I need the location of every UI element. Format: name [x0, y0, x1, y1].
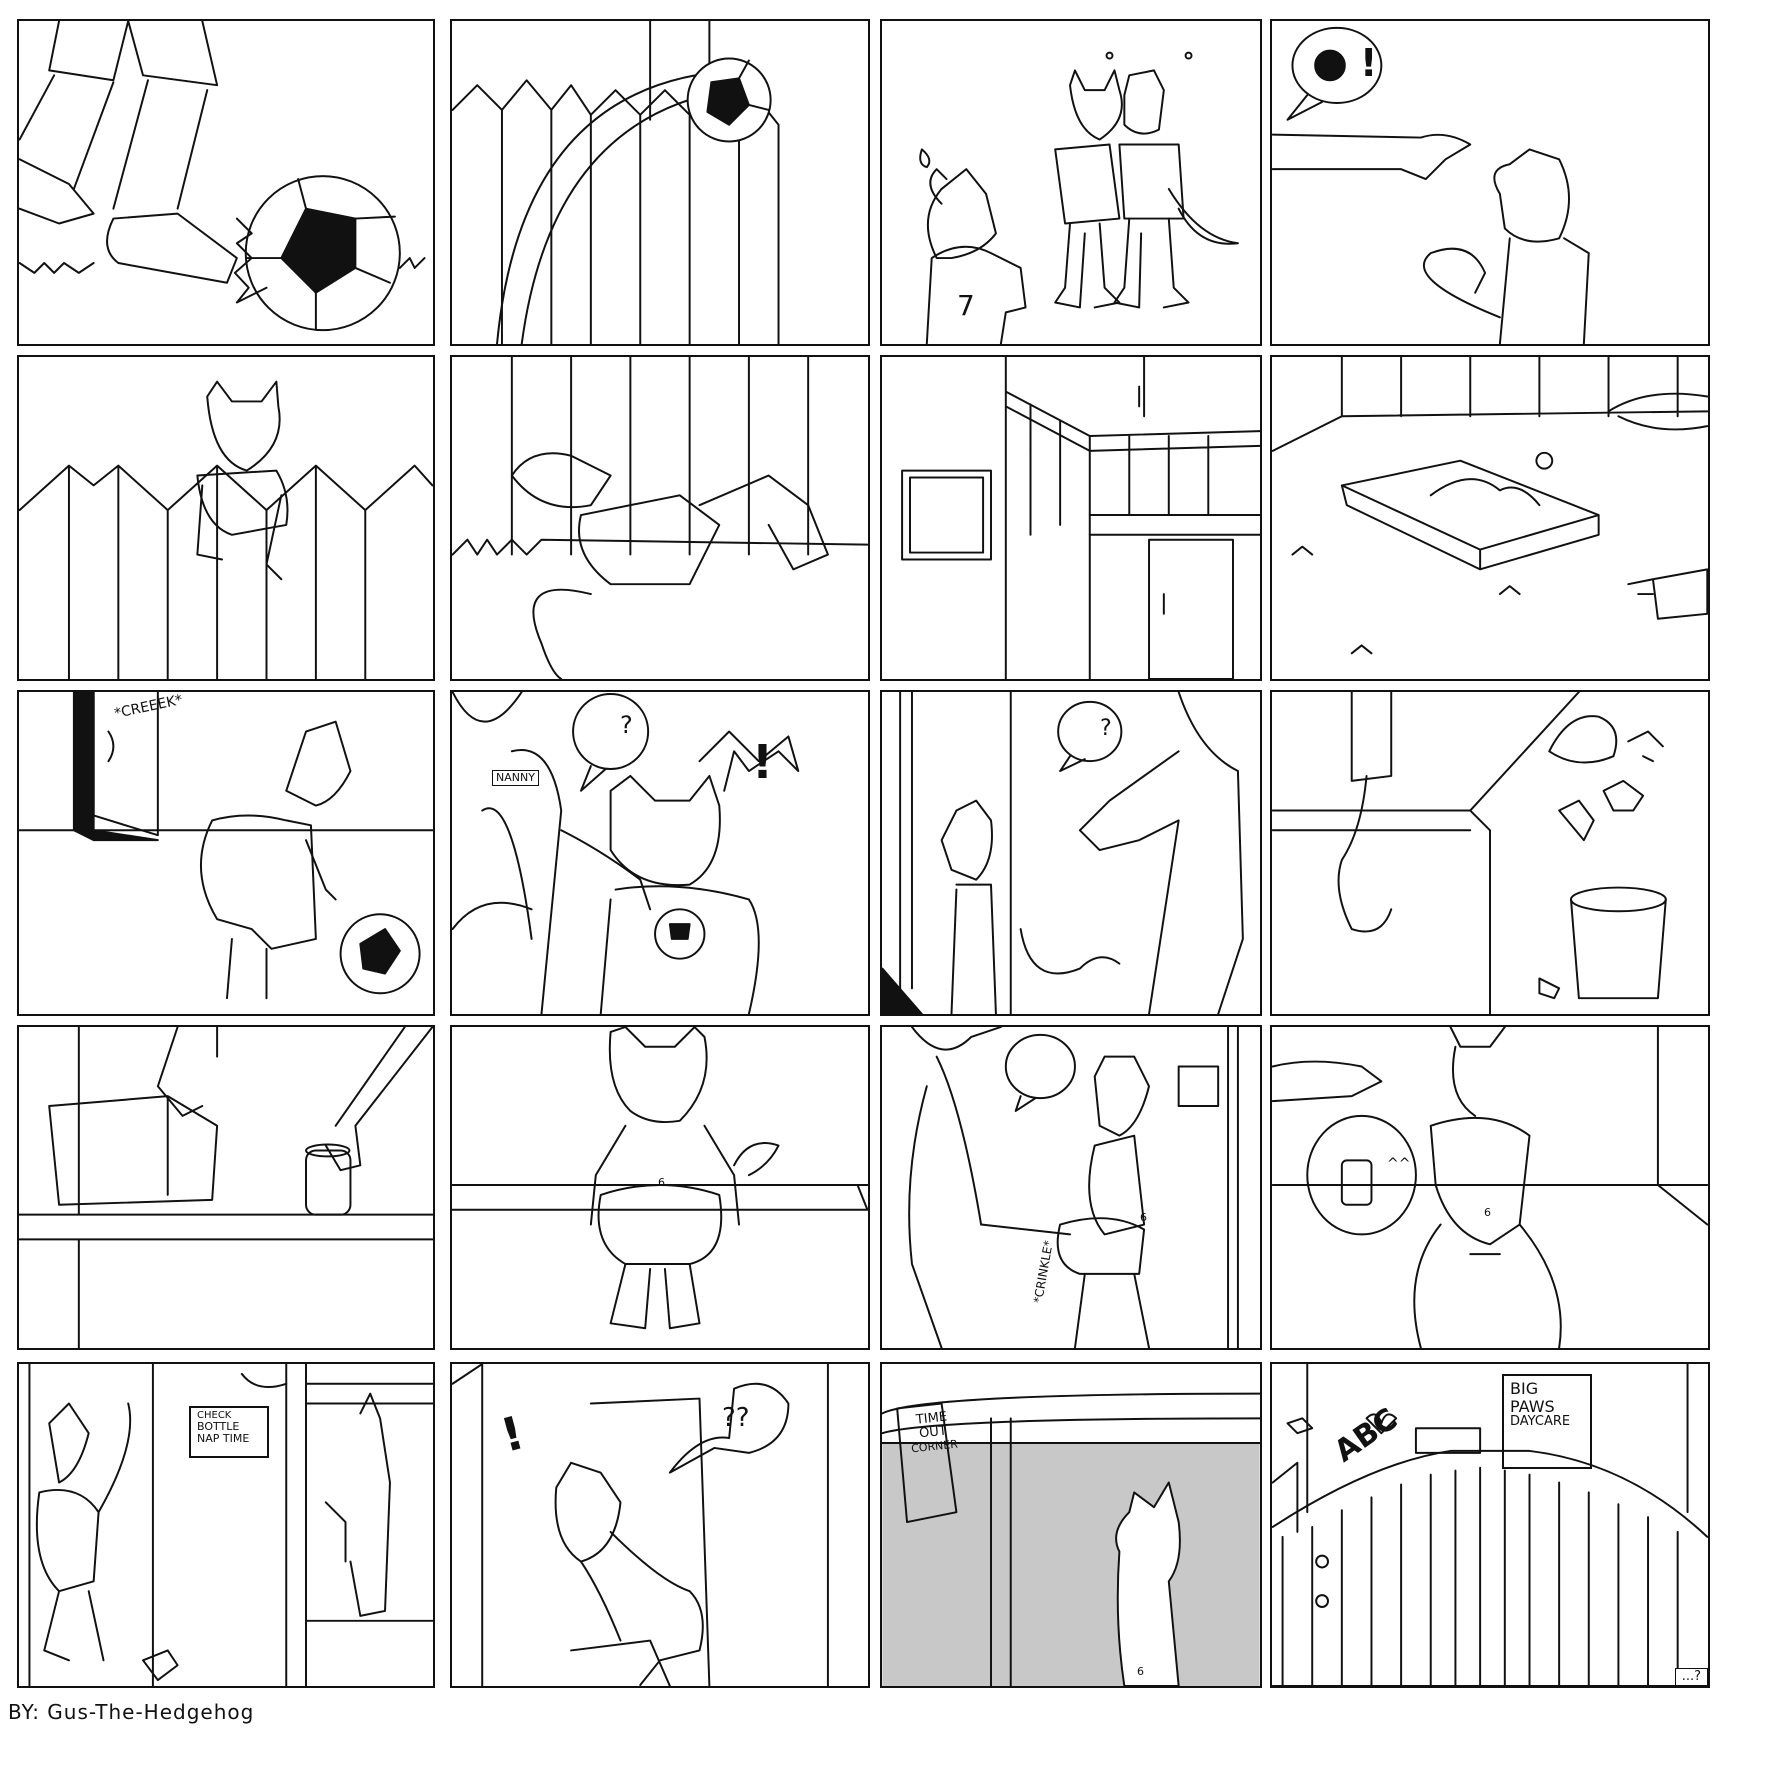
exclaim-burst: ! [752, 735, 773, 789]
diaper-mark: 6 [1484, 1206, 1491, 1219]
poster-line-3: DAYCARE [1510, 1414, 1571, 1430]
comic-panel-18: ! ?? [450, 1362, 870, 1688]
comic-panel-17: CHECK BOTTLE NAP TIME [17, 1362, 435, 1688]
caught-illustration [452, 1364, 829, 1686]
comic-panel-6 [450, 355, 870, 681]
door-illustration [19, 692, 433, 1000]
comic-panel-14: 6 [450, 1025, 870, 1350]
teammates-illustration [919, 51, 1239, 344]
speech-bubble-exclaim: ! [1360, 41, 1378, 85]
poster-line-2: PAWS [1510, 1396, 1555, 1416]
comic-panel-4: ! [1270, 19, 1710, 346]
comic-panel-16: ^^ 6 [1270, 1025, 1710, 1350]
comic-panel-2 [450, 19, 870, 346]
fence-illustration [452, 21, 780, 344]
comic-panel-13 [17, 1025, 435, 1350]
crib-illustration [1272, 1364, 1708, 1686]
jersey-number: 7 [957, 289, 975, 322]
pat-illustration [908, 1027, 1239, 1348]
happy-bubble: ^^ [1387, 1156, 1411, 1172]
comic-panel-10: NANNY ? ! [450, 690, 870, 1016]
led-away-illustration [882, 692, 1244, 1014]
comic-panel-12 [1270, 690, 1710, 1016]
diaper-box-illustration [19, 1027, 433, 1348]
diaper-mark: 6 [658, 1176, 665, 1189]
climb-fence-illustration [19, 380, 433, 679]
nanny-badge: NANNY [492, 770, 539, 787]
bottle-offer-illustration [1272, 1027, 1708, 1348]
diapered-illustration [452, 1027, 868, 1330]
diaper-mark: 6 [1140, 1211, 1147, 1224]
time-out-illustration [882, 1392, 1260, 1686]
comic-panel-1 [17, 19, 435, 346]
pointing-illustration [1272, 26, 1590, 344]
sign-line-2: BOTTLE [197, 1420, 240, 1433]
time-out-sign: TIME OUT CORNER [906, 1409, 960, 1455]
caption-box: ...? [1674, 1667, 1708, 1686]
daycare-poster: BIG PAWS DAYCARE [1502, 1374, 1592, 1469]
question-bubble: ?? [722, 1403, 750, 1433]
building-illustration [901, 357, 1260, 679]
comic-panel-19: TIME OUT CORNER 6 [880, 1362, 1262, 1688]
fall-illustration [452, 357, 868, 679]
kick-illustration [19, 21, 426, 332]
poster-line-1: BIG [1510, 1379, 1539, 1398]
playground-illustration [1272, 357, 1708, 655]
chore-sign: CHECK BOTTLE NAP TIME [189, 1406, 269, 1458]
comic-panel-20: ABC BIG PAWS DAYCARE ...? [1270, 1362, 1710, 1688]
comic-panel-5 [17, 355, 435, 681]
diaper-mark: 6 [1137, 1665, 1144, 1678]
sneak-out-illustration [28, 1364, 433, 1686]
clothes-illustration [1272, 692, 1667, 1014]
comic-panel-11: ? [880, 690, 1262, 1016]
question-bubble: ? [620, 711, 633, 739]
comic-panel-9: *CREEEK* [17, 690, 435, 1016]
sign-line-3: NAP TIME [197, 1432, 250, 1446]
question-bubble: ? [1100, 716, 1112, 741]
comic-panel-3: 7 [880, 19, 1262, 346]
artist-credit: BY: Gus-The-Hedgehog [8, 1700, 255, 1724]
comic-panel-8 [1270, 355, 1710, 681]
nanny-illustration [452, 692, 800, 1014]
comic-panel-15: 6 *CRINKLE* [880, 1025, 1262, 1350]
sign-line-1: CHECK [197, 1410, 232, 1421]
comic-panel-7 [880, 355, 1262, 681]
